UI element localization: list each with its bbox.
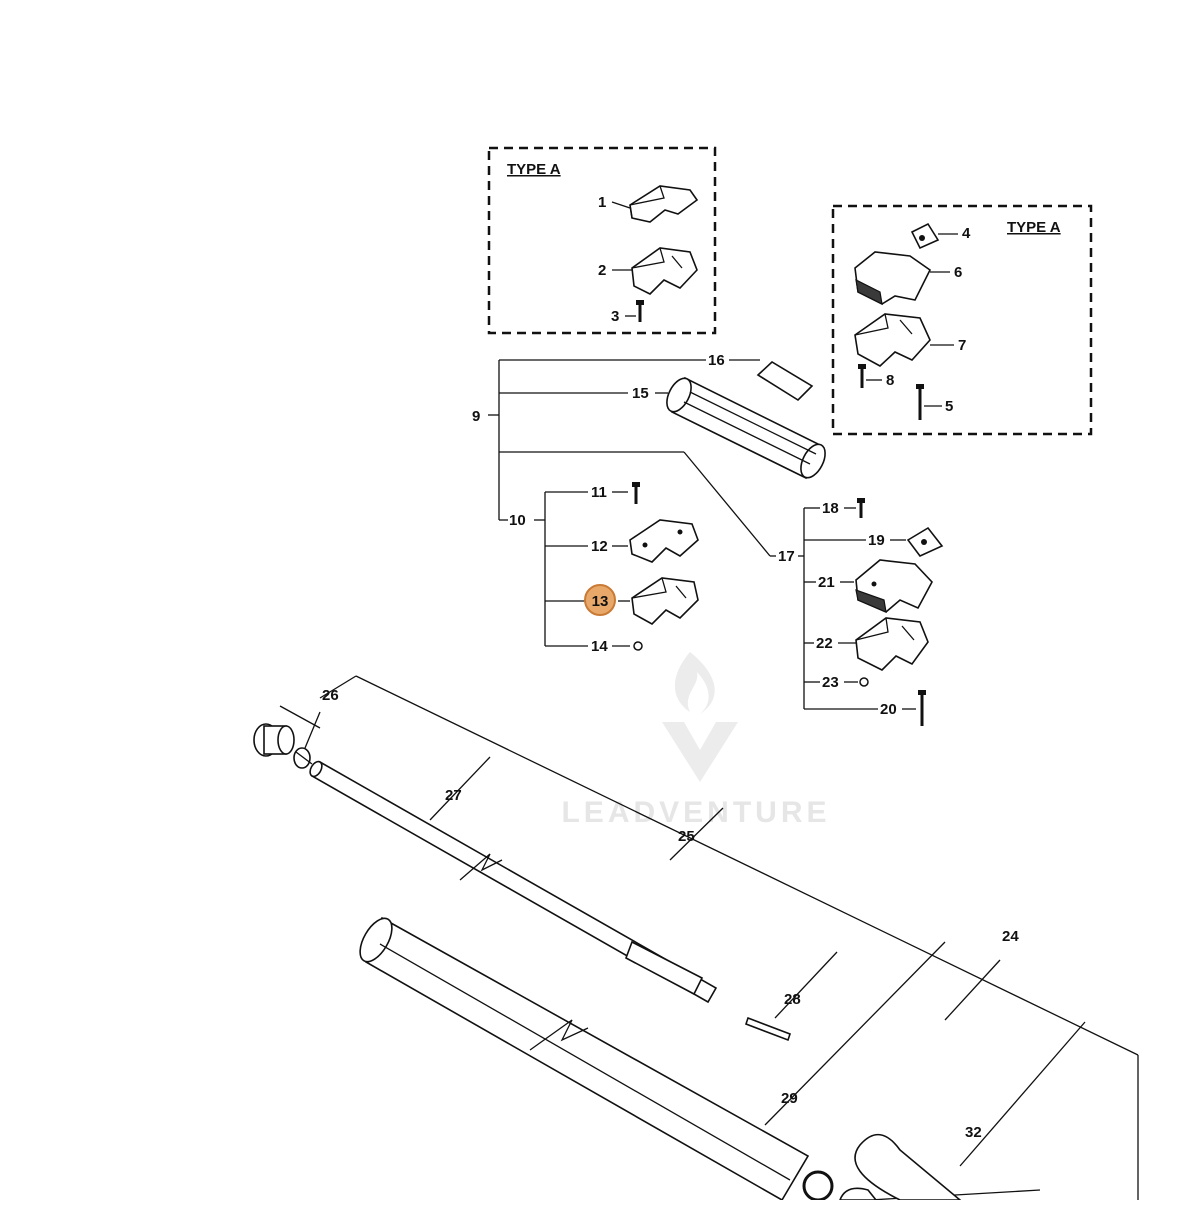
label-2[interactable]: 2: [598, 262, 606, 279]
highlight-13[interactable]: 13: [584, 584, 616, 616]
label-25[interactable]: 25: [678, 828, 695, 845]
label-5[interactable]: 5: [945, 398, 953, 415]
label-10[interactable]: 10: [509, 512, 526, 529]
part-32-tube-end[interactable]: [854, 1133, 963, 1201]
label-15[interactable]: 15: [632, 385, 649, 402]
part-3-screw[interactable]: [625, 300, 644, 322]
label-11[interactable]: 11: [591, 484, 607, 501]
label-6[interactable]: 6: [954, 264, 962, 281]
label-4[interactable]: 4: [962, 225, 971, 242]
watermark-text: LEADVENTURE: [561, 796, 830, 829]
part-22-clamp-base[interactable]: [855, 617, 929, 671]
label-27[interactable]: 27: [445, 787, 462, 804]
part-29-outer-tube[interactable]: [354, 913, 810, 1202]
part-23-nut[interactable]: [859, 677, 869, 687]
type-a-title-right: TYPE A: [1007, 219, 1061, 236]
part-20-bolt[interactable]: [918, 690, 926, 726]
part-18-screw[interactable]: [857, 498, 865, 518]
assembly-lines: [279, 675, 1139, 1201]
part-7-clamp-base[interactable]: [854, 313, 954, 367]
part-6-clamp-cover[interactable]: [854, 251, 950, 306]
label-16[interactable]: 16: [708, 352, 725, 369]
label-28[interactable]: 28: [784, 991, 801, 1008]
label-7[interactable]: 7: [958, 337, 966, 354]
label-29[interactable]: 29: [781, 1090, 798, 1107]
part-2-clamp-base[interactable]: [612, 247, 698, 295]
part-12-clamp-top[interactable]: [629, 519, 699, 563]
label-18[interactable]: 18: [822, 500, 839, 517]
label-20[interactable]: 20: [880, 701, 897, 718]
part-8-screw[interactable]: [858, 364, 882, 388]
part-4-wedge[interactable]: [910, 222, 958, 250]
label-24[interactable]: 24: [1002, 928, 1019, 945]
part-13-clamp-base[interactable]: [631, 577, 699, 625]
part-16-label-plate[interactable]: [756, 361, 814, 402]
label-21[interactable]: 21: [818, 574, 835, 591]
label-32[interactable]: 32: [965, 1124, 982, 1141]
part-5-bolt[interactable]: [916, 384, 942, 420]
part-26-bearing[interactable]: [253, 723, 313, 769]
label-1[interactable]: 1: [598, 194, 606, 211]
label-12[interactable]: 12: [591, 538, 608, 555]
part-27-drive-shaft[interactable]: [308, 760, 718, 1004]
bracket-9: [488, 359, 771, 557]
bracket-10: [534, 491, 630, 647]
part-19-wedge[interactable]: [906, 526, 944, 557]
part-21-clamp-cover[interactable]: [855, 559, 933, 613]
label-19[interactable]: 19: [868, 532, 885, 549]
type-a-box-left: TYPE A: [487, 146, 717, 335]
part-11-screw[interactable]: [632, 482, 640, 504]
part-28-pin[interactable]: [744, 1016, 792, 1042]
part-14-nut[interactable]: [633, 641, 643, 651]
bracket-17: [770, 507, 916, 710]
label-14[interactable]: 14: [591, 638, 608, 655]
watermark: LEADVENTURE: [561, 652, 830, 829]
label-9[interactable]: 9: [472, 408, 480, 425]
label-23[interactable]: 23: [822, 674, 839, 691]
part-1-clamp-cover[interactable]: [611, 185, 699, 223]
label-22[interactable]: 22: [816, 635, 833, 652]
label-17[interactable]: 17: [778, 548, 795, 565]
label-26[interactable]: 26: [322, 687, 339, 704]
label-8[interactable]: 8: [886, 372, 894, 389]
label-3[interactable]: 3: [611, 308, 619, 325]
part-15-handle-tube[interactable]: [662, 374, 830, 481]
label-13[interactable]: 13: [592, 593, 609, 610]
type-a-title-left: TYPE A: [507, 161, 561, 178]
type-a-box-right: TYPE A: [831, 204, 1093, 436]
